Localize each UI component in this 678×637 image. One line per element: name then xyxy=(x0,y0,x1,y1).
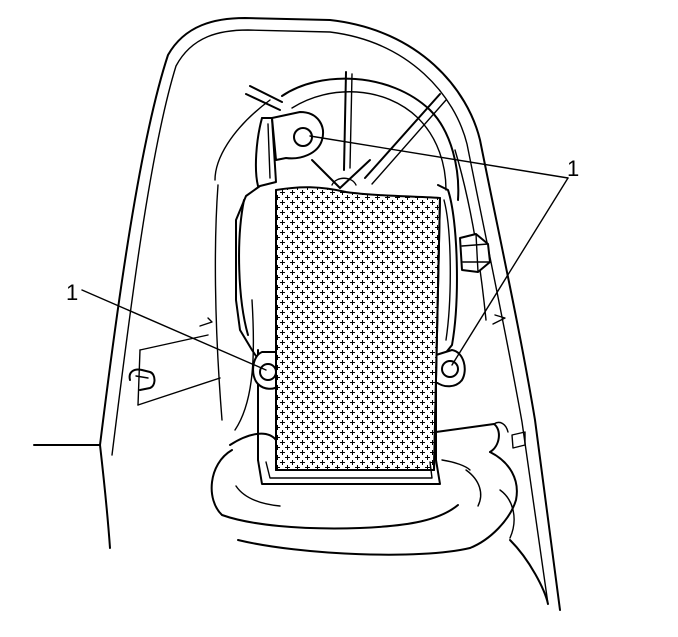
filter-element xyxy=(275,186,441,471)
callout-leaders xyxy=(81,135,569,371)
callout-label-left: 1 xyxy=(66,280,78,305)
left-wall-clip xyxy=(128,368,156,391)
blower-assembly xyxy=(245,71,460,201)
housing-shell xyxy=(33,17,561,611)
top-mounting-tab xyxy=(271,111,324,161)
callout-label-top-right: 1 xyxy=(567,156,579,181)
right-lower-tab xyxy=(435,349,466,388)
filter-tray xyxy=(257,459,441,485)
leader-line-left-fastener xyxy=(81,289,267,371)
leader-line-top-fastener xyxy=(309,135,569,179)
right-nut xyxy=(459,233,491,273)
technician-hands xyxy=(210,421,549,605)
leader-line-right-fastener xyxy=(451,177,569,366)
right-fastener-hole xyxy=(441,360,459,378)
